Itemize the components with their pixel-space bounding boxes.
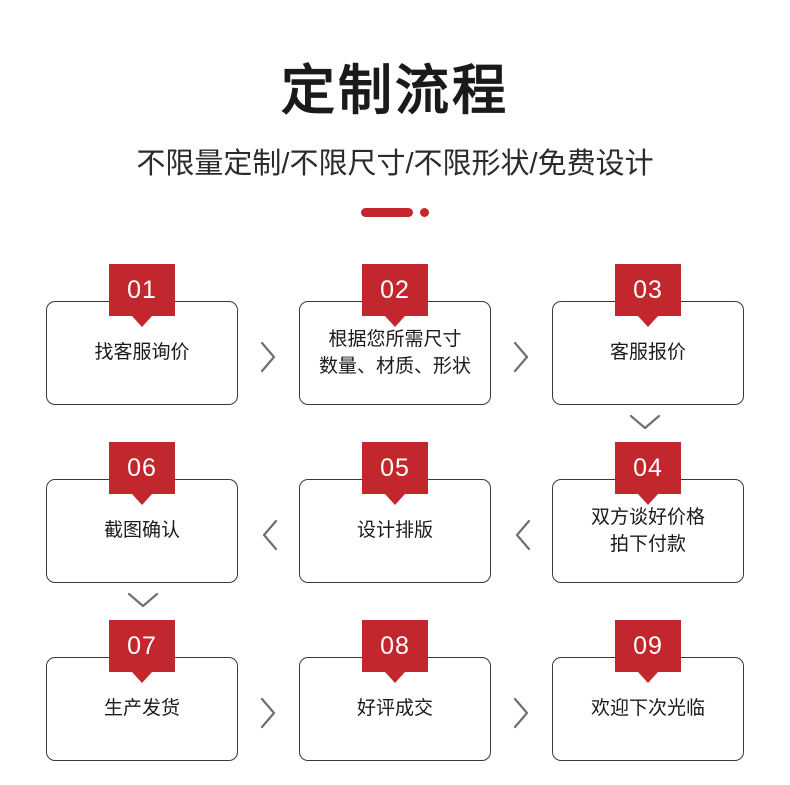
flow-step-04: 04 双方谈好价格 拍下付款 <box>552 441 744 584</box>
step-label: 截图确认 <box>103 520 180 542</box>
flow-step-05: 05 设计排版 <box>299 441 491 584</box>
step-number-badge: 07 <box>109 620 175 673</box>
flow-row-2: 06 截图确认 05 设计排版 04 双方谈好价格 拍下付款 <box>46 441 744 591</box>
divider-dot-icon <box>420 208 429 218</box>
chevron-left-icon <box>255 518 283 552</box>
step-number-badge: 09 <box>615 620 681 673</box>
step-number-badge: 05 <box>362 442 428 495</box>
step-label: 找客服询价 <box>94 342 190 364</box>
step-label: 根据您所需尺寸 数量、材质、形状 <box>318 328 471 378</box>
flow-connector-row-1 <box>46 413 744 441</box>
flow-card[interactable]: 02 根据您所需尺寸 数量、材质、形状 <box>299 264 491 406</box>
step-number-badge: 02 <box>362 264 428 317</box>
step-label: 设计排版 <box>356 520 433 542</box>
flow-step-02: 02 根据您所需尺寸 数量、材质、形状 <box>299 263 491 406</box>
divider-bar-icon <box>361 208 413 218</box>
page-title: 定制流程 <box>281 61 509 121</box>
step-number-badge: 08 <box>362 620 428 673</box>
flow-step-07: 07 生产发货 <box>46 619 238 762</box>
flow-card[interactable]: 05 设计排版 <box>299 442 491 584</box>
flow-card[interactable]: 07 生产发货 <box>46 620 238 762</box>
title-divider <box>0 208 790 218</box>
chevron-down-icon <box>126 591 160 611</box>
step-number-badge: 01 <box>109 264 175 317</box>
flow-card[interactable]: 09 欢迎下次光临 <box>552 620 744 762</box>
flow-card[interactable]: 06 截图确认 <box>46 442 238 584</box>
step-label: 生产发货 <box>103 698 180 720</box>
flow-diagram: 01 找客服询价 02 根据您所需尺寸 数量、材质、形状 03 客服报价 <box>0 263 790 769</box>
chevron-right-icon <box>255 696 283 730</box>
step-label: 客服报价 <box>609 342 686 364</box>
flow-step-08: 08 好评成交 <box>299 619 491 762</box>
flow-card[interactable]: 04 双方谈好价格 拍下付款 <box>552 442 744 584</box>
flow-step-01: 01 找客服询价 <box>46 263 238 406</box>
step-number-badge: 06 <box>109 442 175 495</box>
step-label: 欢迎下次光临 <box>590 698 705 720</box>
vertical-connectors <box>46 591 744 619</box>
chevron-down-icon <box>628 413 662 433</box>
flow-connector-row-2 <box>46 591 744 619</box>
step-number-badge: 04 <box>615 442 681 495</box>
step-number-badge: 03 <box>615 264 681 317</box>
chevron-right-icon <box>508 340 536 374</box>
flow-card[interactable]: 03 客服报价 <box>552 264 744 406</box>
step-label: 双方谈好价格 拍下付款 <box>590 506 705 556</box>
flow-row-3: 07 生产发货 08 好评成交 09 欢迎下次光临 <box>46 619 744 769</box>
flow-step-09: 09 欢迎下次光临 <box>552 619 744 762</box>
chevron-left-icon <box>508 518 536 552</box>
chevron-right-icon <box>255 340 283 374</box>
step-label: 好评成交 <box>356 698 433 720</box>
flow-card[interactable]: 08 好评成交 <box>299 620 491 762</box>
page-subtitle: 不限量定制/不限尺寸/不限形状/免费设计 <box>136 148 654 181</box>
vertical-connectors <box>46 413 744 441</box>
flow-step-03: 03 客服报价 <box>552 263 744 406</box>
flow-step-06: 06 截图确认 <box>46 441 238 584</box>
chevron-right-icon <box>508 696 536 730</box>
flow-row-1: 01 找客服询价 02 根据您所需尺寸 数量、材质、形状 03 客服报价 <box>46 263 744 413</box>
page-header: 定制流程 不限量定制/不限尺寸/不限形状/免费设计 <box>0 0 790 218</box>
flow-card[interactable]: 01 找客服询价 <box>46 264 238 406</box>
